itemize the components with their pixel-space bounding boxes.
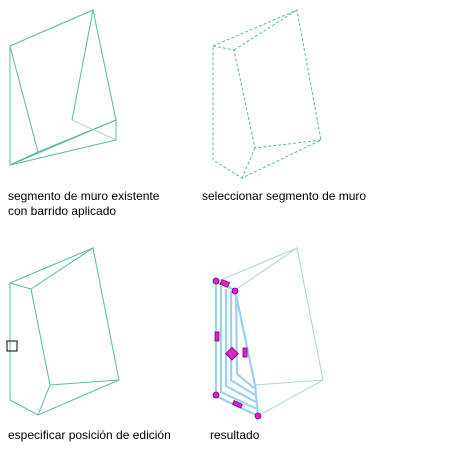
caption-existing-wall: segmento de muro existente con barrido a…	[8, 189, 159, 219]
caption-existing-wall-line1: segmento de muro existente	[8, 189, 160, 203]
grip-bottom-edge	[231, 399, 243, 409]
caption-select-wall: seleccionar segmento de muro	[202, 189, 367, 203]
edit-position-marker	[6, 340, 18, 352]
grip-top-edge	[219, 279, 230, 288]
wall-segment-selected	[212, 9, 322, 179]
caption-result: resultado	[210, 428, 260, 442]
caption-edit-position: especificar posición de edición	[8, 428, 171, 442]
grip-center	[225, 346, 239, 361]
grip-bottom-right	[254, 412, 262, 420]
wall-segment-existing	[9, 9, 117, 166]
grip-right-mid	[242, 347, 248, 358]
grip-top-right	[231, 287, 239, 295]
wall-segment-result	[215, 247, 324, 417]
sweep-profile	[214, 280, 260, 417]
grip-left-mid	[214, 331, 220, 342]
caption-existing-wall-line2: con barrido aplicado	[8, 204, 117, 218]
wall-segment-edit-position	[9, 247, 120, 416]
grip-top-left	[212, 277, 220, 285]
grip-bottom-left	[212, 391, 220, 399]
grips	[212, 277, 262, 420]
